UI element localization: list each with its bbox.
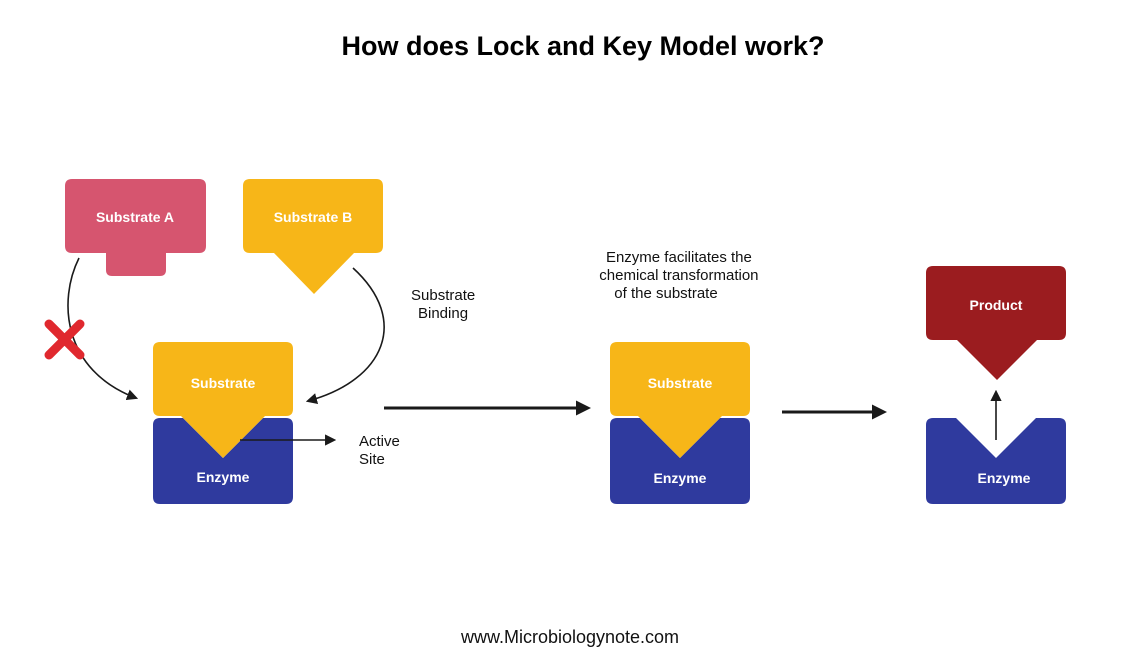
active-site-label-line2: Site bbox=[359, 451, 385, 468]
source-footer: www.Microbiologynote.com bbox=[460, 627, 679, 647]
enzyme-complex-substrate-label: Substrate bbox=[648, 375, 713, 391]
catalysis-note-line1: Enzyme facilitates the bbox=[606, 249, 752, 266]
substrate-binding-label-line1: Substrate bbox=[411, 287, 475, 304]
enzyme-complex-enzyme-label: Enzyme bbox=[654, 470, 707, 486]
product-shape bbox=[926, 266, 1066, 380]
substrate-binding-label-line2: Binding bbox=[418, 305, 468, 322]
substrate-a-shape bbox=[65, 179, 206, 276]
bound-substrate-label: Substrate bbox=[191, 375, 256, 391]
free-enzyme-shape bbox=[926, 418, 1066, 504]
catalysis-note-line3: of the substrate bbox=[614, 285, 717, 302]
substrate-binding-arrow bbox=[305, 267, 385, 405]
product-label: Product bbox=[970, 297, 1023, 313]
enzyme-label: Enzyme bbox=[197, 469, 250, 485]
active-site-label-line1: Active bbox=[359, 433, 400, 450]
catalysis-note: Enzyme facilitates the chemical transfor… bbox=[599, 249, 762, 302]
cross-mark-icon bbox=[44, 319, 85, 360]
active-site-label: Active Site bbox=[359, 433, 404, 468]
substrate-a-label: Substrate A bbox=[96, 209, 174, 225]
substrate-binding-label: Substrate Binding bbox=[411, 287, 479, 322]
enzyme-complex-substrate-shape bbox=[610, 342, 750, 458]
catalysis-note-line2: chemical transformation bbox=[599, 267, 758, 284]
free-enzyme-label: Enzyme bbox=[978, 470, 1031, 486]
diagram-title: How does Lock and Key Model work? bbox=[341, 31, 824, 61]
enzyme-complex-enzyme-shape bbox=[610, 418, 750, 504]
substrate-b-label: Substrate B bbox=[274, 209, 353, 225]
substrate-b-shape bbox=[243, 179, 383, 294]
bound-substrate-shape bbox=[153, 342, 293, 458]
